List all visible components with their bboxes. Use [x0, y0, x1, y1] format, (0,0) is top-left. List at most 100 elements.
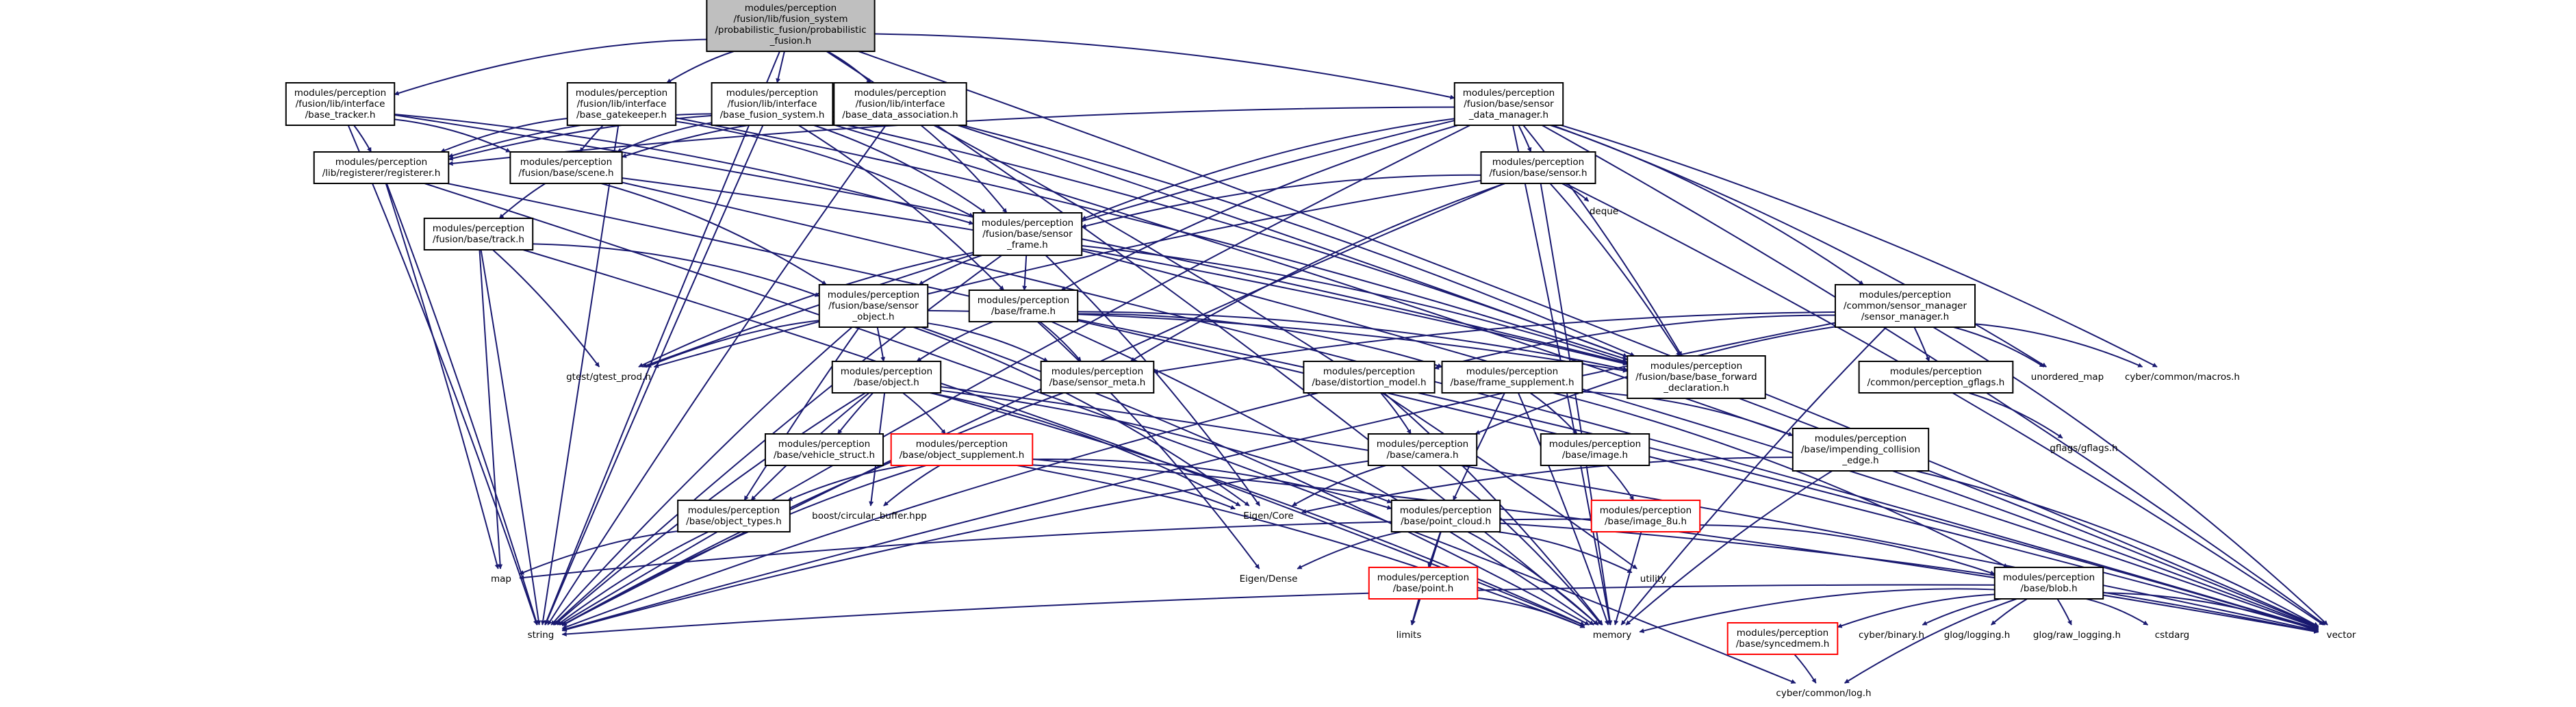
node-fb-sensor[interactable]: modules/perception/fusion/base/sensor.h: [1480, 151, 1596, 184]
node-label-line: Eigen/Core: [1243, 511, 1294, 522]
edge-sensor-manager-to-macros: [1974, 323, 2143, 368]
edge-frame-supp-to-image: [1529, 392, 1578, 435]
node-unordered-map[interactable]: unordered_map: [2031, 372, 2104, 383]
node-gtest-prod[interactable]: gtest/gtest_prod.h: [566, 372, 651, 383]
node-scene[interactable]: modules/perception/fusion/base/scene.h: [509, 151, 623, 184]
node-utility[interactable]: utility: [1640, 574, 1666, 584]
node-gflags[interactable]: gflags/gflags.h: [2050, 443, 2117, 454]
node-syncedmem[interactable]: modules/perception/base/syncedmem.h: [1726, 622, 1839, 655]
node-label-line: modules/perception: [1377, 439, 1468, 450]
edge-data-assoc-to-base-forward: [962, 125, 1635, 357]
node-root[interactable]: modules/perception/fusion/lib/fusion_sys…: [706, 0, 876, 52]
edge-sensor-manager-to-unordered-map: [1953, 326, 2045, 368]
node-log[interactable]: cyber/common/log.h: [1776, 688, 1871, 699]
node-string[interactable]: string: [528, 630, 554, 641]
edge-data-assoc-to-string: [547, 125, 887, 626]
edge-data-assoc-to-sensor-frame: [920, 125, 1008, 214]
node-label-line: /base/vehicle_struct.h: [774, 450, 875, 461]
node-camera[interactable]: modules/perception/base/camera.h: [1367, 433, 1478, 466]
node-label-line: cyber/binary.h: [1859, 630, 1924, 641]
node-circular[interactable]: boost/circular_buffer.hpp: [812, 511, 927, 522]
node-collision[interactable]: modules/perception/base/impending_collis…: [1791, 428, 1930, 472]
edge-frame-supp-to-point-cloud: [1453, 392, 1505, 501]
node-label-line: /sensor_manager.h: [1861, 311, 1949, 322]
edge-scene-to-track: [498, 183, 546, 219]
node-map[interactable]: map: [491, 574, 511, 584]
node-label-line: modules/perception: [1650, 361, 1742, 372]
node-label-line: _fusion.h: [769, 36, 812, 47]
edge-sensor-object-to-object: [876, 326, 886, 362]
node-box: [1480, 151, 1596, 184]
node-label-line: /common/sensor_manager: [1844, 300, 1967, 311]
node-label-line: modules/perception: [1492, 157, 1584, 168]
edge-sensor-frame-to-frame: [1022, 255, 1028, 291]
edge-gatekeeper-to-string: [540, 125, 620, 626]
node-label-line: _object.h: [852, 311, 894, 322]
node-label-line: modules/perception: [1466, 366, 1558, 377]
node-frame-supp[interactable]: modules/perception/base/frame_supplement…: [1441, 361, 1583, 394]
node-eigen-core[interactable]: Eigen/Core: [1243, 511, 1294, 522]
node-track[interactable]: modules/perception/fusion/base/track.h: [423, 218, 534, 250]
node-glog-raw[interactable]: glog/raw_logging.h: [2033, 630, 2121, 641]
edge-point-to-limits: [1410, 598, 1420, 626]
node-cyber-binary[interactable]: cyber/binary.h: [1859, 630, 1924, 641]
node-box: [1627, 355, 1766, 399]
node-point[interactable]: modules/perception/base/point.h: [1368, 567, 1479, 600]
edge-point-cloud-to-vector: [1500, 522, 2319, 634]
node-glog[interactable]: glog/logging.h: [1944, 630, 2011, 641]
node-base-forward[interactable]: modules/perception/fusion/base/base_forw…: [1627, 355, 1766, 399]
node-image[interactable]: modules/perception/base/image.h: [1540, 433, 1650, 466]
node-vector[interactable]: vector: [2327, 630, 2356, 641]
edge-tracker-to-scene: [394, 118, 511, 153]
node-limits[interactable]: limits: [1397, 630, 1422, 641]
node-label-line: boost/circular_buffer.hpp: [812, 511, 927, 522]
node-vehicle-struct[interactable]: modules/perception/base/vehicle_struct.h: [764, 433, 884, 466]
node-label-line: modules/perception: [982, 218, 1073, 229]
edge-gatekeeper-to-base-forward: [676, 117, 1628, 361]
edge-frame-to-frame-supp: [1077, 313, 1443, 368]
node-label-line: deque: [1590, 206, 1618, 217]
node-memory[interactable]: memory: [1593, 630, 1631, 641]
node-data-assoc[interactable]: modules/perception/fusion/lib/interface/…: [833, 82, 967, 126]
node-gatekeeper[interactable]: modules/perception/fusion/lib/interface/…: [566, 82, 677, 126]
node-blob[interactable]: modules/perception/base/blob.h: [1993, 567, 2104, 600]
node-registerer[interactable]: modules/perception/lib/registerer/regist…: [313, 151, 450, 184]
edge-root-to-string: [544, 51, 780, 626]
node-sensor-frame[interactable]: modules/perception/fusion/base/sensor_fr…: [972, 212, 1083, 256]
node-deque[interactable]: deque: [1590, 206, 1618, 217]
node-label-line: modules/perception: [1400, 505, 1492, 516]
edge-point-to-memory: [1477, 597, 1585, 628]
node-gflags-common[interactable]: modules/perception/common/perception_gfl…: [1858, 361, 2014, 394]
node-eigen-dense[interactable]: Eigen/Dense: [1240, 574, 1298, 584]
node-label-line: /lib/registerer/registerer.h: [322, 168, 441, 179]
node-obj-supp[interactable]: modules/perception/base/object_supplemen…: [890, 433, 1034, 466]
node-box: [1040, 361, 1155, 394]
node-box: [1791, 428, 1930, 472]
node-macros[interactable]: cyber/common/macros.h: [2125, 372, 2240, 383]
node-point-cloud[interactable]: modules/perception/base/point_cloud.h: [1390, 500, 1501, 532]
node-object[interactable]: modules/perception/base/object.h: [831, 361, 942, 394]
node-image-8u[interactable]: modules/perception/base/image_8u.h: [1590, 500, 1701, 532]
node-label-line: /base/point_cloud.h: [1401, 516, 1491, 527]
node-sensor-data-mgr[interactable]: modules/perception/fusion/base/sensor_da…: [1453, 82, 1564, 126]
node-label-line: vector: [2327, 630, 2356, 641]
edge-fusion-system-to-scene: [616, 122, 712, 153]
node-cstdarg[interactable]: cstdarg: [2155, 630, 2189, 641]
node-sensor-object[interactable]: modules/perception/fusion/base/sensor_ob…: [818, 284, 929, 328]
node-frame[interactable]: modules/perception/base/frame.h: [968, 290, 1079, 322]
node-box: [1441, 361, 1583, 394]
node-sensor-meta[interactable]: modules/perception/base/sensor_meta.h: [1040, 361, 1155, 394]
node-box: [1540, 433, 1650, 466]
node-sensor-manager[interactable]: modules/perception/common/sensor_manager…: [1834, 284, 1976, 328]
node-label-line: modules/perception: [2003, 572, 2095, 583]
node-label-line: /base/frame_supplement.h: [1451, 377, 1574, 388]
node-label-line: modules/perception: [688, 505, 780, 516]
node-label-line: cyber/common/log.h: [1776, 688, 1871, 699]
node-fusion-system[interactable]: modules/perception/fusion/lib/interface/…: [711, 82, 834, 126]
edge-frame-to-base-forward: [1077, 311, 1628, 372]
edge-gflags-common-to-gflags: [1968, 392, 2063, 439]
node-object-types[interactable]: modules/perception/base/object_types.h: [677, 500, 791, 532]
edge-camera-to-memory: [1438, 465, 1603, 626]
node-distortion[interactable]: modules/perception/base/distortion_model…: [1303, 361, 1436, 394]
node-tracker[interactable]: modules/perception/fusion/lib/interface/…: [285, 82, 396, 126]
